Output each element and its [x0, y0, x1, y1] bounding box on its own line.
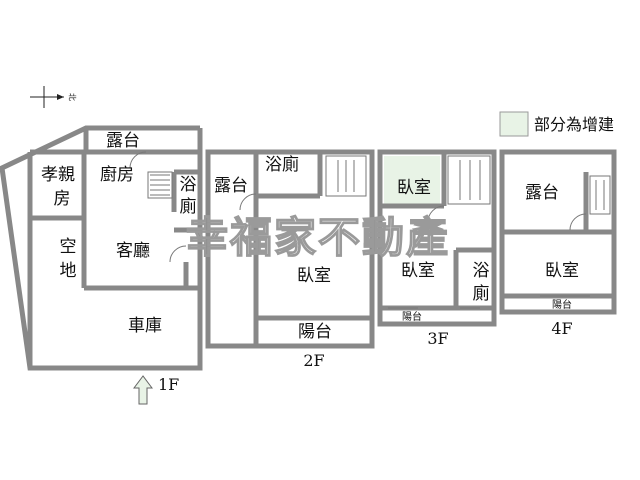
floor-1f-label: 1F — [158, 375, 179, 394]
room-3f-bath-line2: 廁 — [473, 283, 490, 304]
north-indicator: 北 — [30, 86, 77, 108]
floor-2f-plan — [205, 149, 375, 349]
room-1f-garage: 車庫 — [128, 316, 162, 336]
room-2f-balcony: 陽台 — [298, 322, 332, 342]
addition-area-3f — [384, 156, 440, 204]
room-2f-bedroom: 臥室 — [297, 266, 331, 286]
room-4f-balcony: 陽台 — [552, 298, 572, 311]
room-1f-empty-line1: 空 — [60, 237, 77, 257]
room-1f-kitchen: 廚房 — [100, 164, 134, 185]
floor-2f-label: 2F — [303, 351, 324, 370]
north-label: 北 — [68, 93, 77, 101]
floor-3f-labels: 臥室 臥室 浴 廁 陽台 — [397, 178, 490, 323]
room-1f-terrace: 露台 — [106, 131, 140, 151]
floor-1f-labels: 露台 孝親 房 廚房 浴 廁 空 地 客廳 車庫 — [41, 131, 197, 336]
room-1f-bath-line1: 浴 — [180, 175, 197, 195]
room-3f-bath-line1: 浴 — [473, 261, 490, 281]
room-1f-living: 客廳 — [116, 241, 150, 261]
room-3f-balcony: 陽台 — [402, 310, 422, 323]
room-1f-filial-line1: 孝親 — [41, 165, 75, 185]
floor-1f-plan — [0, 125, 203, 371]
floor-4f-labels: 露台 臥室 陽台 — [525, 183, 579, 311]
floor-2f-labels: 露台 浴廁 臥室 陽台 — [214, 154, 332, 342]
watermark: 幸福家不動產 — [186, 213, 450, 262]
room-4f-bedroom: 臥室 — [545, 261, 579, 281]
room-1f-empty-line2: 地 — [60, 261, 77, 281]
floor-4f-plan — [499, 149, 617, 315]
room-1f-filial-line2: 房 — [54, 189, 71, 209]
entrance-arrow-icon — [133, 375, 153, 405]
room-1f-bath-line2: 廁 — [180, 196, 197, 217]
floor-3f-label: 3F — [427, 329, 448, 348]
room-2f-terrace: 露台 — [214, 176, 248, 196]
room-3f-bedroom-top: 臥室 — [397, 178, 431, 198]
floor-4f-label: 4F — [551, 319, 572, 338]
room-4f-terrace: 露台 — [525, 183, 559, 203]
legend: 部分為增建 — [499, 111, 614, 137]
legend-swatch — [499, 111, 529, 137]
room-3f-bedroom-bottom: 臥室 — [401, 261, 435, 281]
legend-label: 部分為增建 — [534, 115, 614, 134]
floor-3f-plan — [377, 149, 497, 327]
room-2f-bath: 浴廁 — [265, 154, 299, 175]
